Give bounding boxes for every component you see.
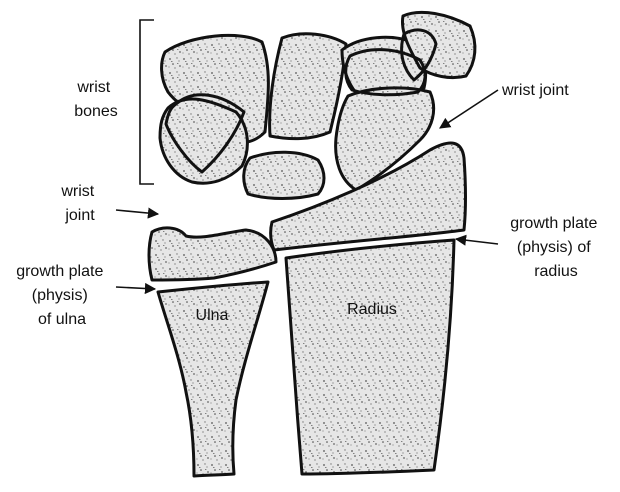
carpal-bone-trapezoid: [244, 152, 324, 198]
wrist-joint-left-arrow: [116, 210, 158, 214]
ulna-label: Ulna: [196, 307, 229, 324]
wrist-joint-left-label: wrist joint: [60, 183, 98, 224]
growth-plate-radius-label: growth plate (physis) of radius: [510, 215, 602, 280]
growth-plate-ulna-arrow: [116, 287, 155, 289]
wrist-bones-label: wrist bones: [74, 79, 118, 120]
wrist-bones-bracket: [140, 20, 154, 184]
radius-bone: [286, 240, 454, 474]
carpal-bone-lunate: [270, 34, 346, 139]
radius-label: Radius: [347, 301, 397, 318]
ulna-epiphysis: [149, 228, 276, 280]
growth-plate-radius-arrow: [456, 239, 498, 244]
wrist-joint-right-arrow: [440, 90, 498, 128]
wrist-joint-right-label: wrist joint: [501, 82, 569, 99]
growth-plate-ulna-label: growth plate (physis) of ulna: [16, 263, 108, 328]
